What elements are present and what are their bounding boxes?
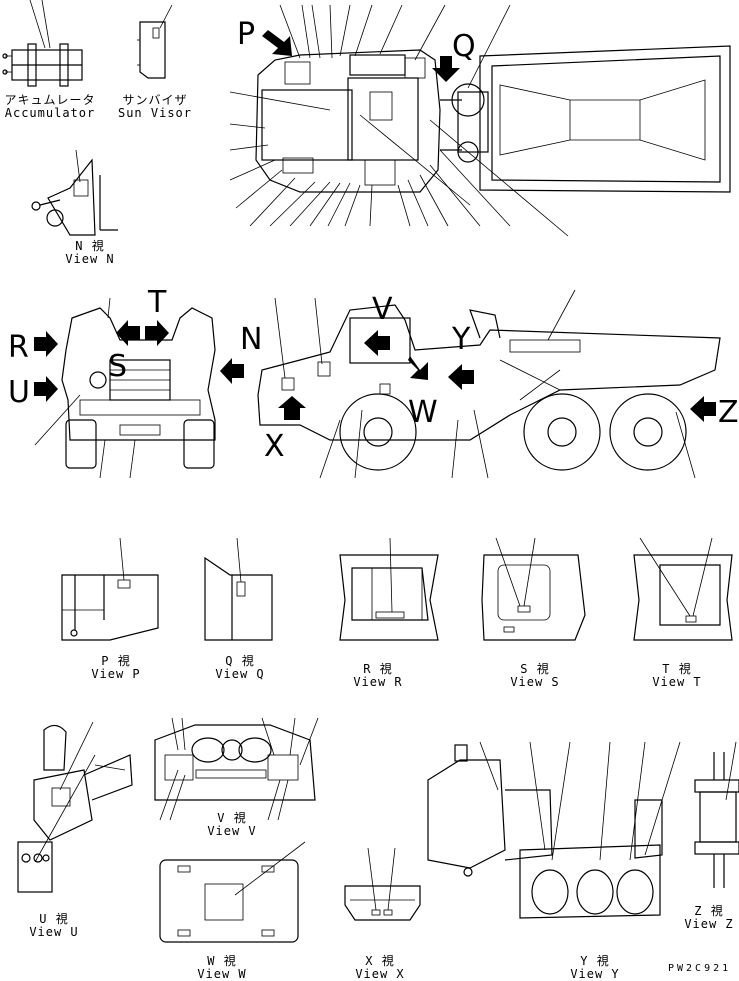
view-t-drawing bbox=[633, 537, 733, 641]
view-letter-r: R bbox=[8, 330, 29, 365]
caption-view-t: T 視 View T bbox=[637, 663, 717, 689]
view-letter-z: Z bbox=[718, 395, 739, 430]
caption-view-r-jp: R 視 bbox=[363, 662, 393, 676]
caption-view-p: P 視 View P bbox=[76, 655, 156, 681]
caption-sun-visor-en: Sun Visor bbox=[117, 106, 193, 120]
view-letter-w: W bbox=[408, 395, 438, 430]
view-r-drawing bbox=[339, 537, 439, 641]
sun-visor-drawing bbox=[137, 4, 173, 79]
caption-view-p-en: View P bbox=[91, 667, 141, 681]
side-view-machine bbox=[257, 289, 721, 479]
caption-view-v-jp: V 視 bbox=[217, 811, 247, 825]
caption-view-y-jp: Y 視 bbox=[580, 954, 610, 968]
view-n-drawing bbox=[31, 149, 118, 236]
caption-view-n: N 視 View N bbox=[50, 240, 130, 266]
view-letter-u: U bbox=[8, 375, 30, 410]
caption-view-x-jp: X 視 bbox=[365, 954, 395, 968]
caption-sun-visor-jp: サンバイザ bbox=[122, 93, 188, 107]
view-p-drawing bbox=[61, 537, 159, 641]
caption-view-y: Y 視 View Y bbox=[555, 955, 635, 981]
caption-sun-visor: サンバイザ Sun Visor bbox=[110, 94, 200, 120]
caption-accumulator: アキュムレータ Accumulator bbox=[2, 94, 98, 120]
caption-view-u: U 視 View U bbox=[14, 913, 94, 939]
caption-view-x: X 視 View X bbox=[340, 955, 420, 981]
caption-accumulator-jp: アキュムレータ bbox=[4, 93, 96, 107]
top-view-machine bbox=[229, 4, 731, 237]
caption-view-n-en: View N bbox=[65, 252, 115, 266]
view-u-drawing bbox=[17, 721, 133, 893]
caption-view-x-en: View X bbox=[355, 967, 405, 981]
caption-view-y-en: View Y bbox=[570, 967, 620, 981]
caption-view-t-en: View T bbox=[652, 675, 702, 689]
caption-view-z-en: View Z bbox=[684, 917, 734, 931]
caption-view-t-jp: T 視 bbox=[662, 662, 692, 676]
view-y-drawing bbox=[427, 741, 681, 919]
view-s-drawing bbox=[481, 537, 586, 641]
view-x-drawing bbox=[344, 847, 421, 921]
view-z-drawing bbox=[694, 741, 739, 888]
caption-view-q-jp: Q 視 bbox=[225, 654, 255, 668]
caption-view-w-jp: W 視 bbox=[207, 954, 237, 968]
caption-view-s-jp: S 視 bbox=[520, 662, 550, 676]
view-v-drawing bbox=[154, 717, 319, 821]
caption-view-n-jp: N 視 bbox=[75, 239, 105, 253]
view-w-drawing bbox=[159, 841, 306, 943]
view-letter-v: V bbox=[372, 292, 393, 327]
view-letter-y: Y bbox=[452, 322, 471, 357]
accumulator-drawing bbox=[2, 0, 83, 87]
view-letter-p: P bbox=[237, 17, 256, 52]
caption-view-r: R 視 View R bbox=[338, 663, 418, 689]
caption-view-v-en: View V bbox=[207, 824, 257, 838]
caption-view-u-jp: U 視 bbox=[39, 912, 69, 926]
caption-view-v: V 視 View V bbox=[192, 812, 272, 838]
caption-view-u-en: View U bbox=[29, 925, 79, 939]
caption-accumulator-en: Accumulator bbox=[4, 106, 96, 120]
view-letter-n: N bbox=[240, 322, 263, 357]
caption-view-s: S 視 View S bbox=[495, 663, 575, 689]
view-letter-t: T bbox=[148, 285, 167, 320]
view-q-drawing bbox=[204, 537, 273, 641]
caption-view-z: Z 視 View Z bbox=[680, 905, 738, 931]
front-view-machine bbox=[34, 297, 244, 479]
caption-view-q: Q 視 View Q bbox=[200, 655, 280, 681]
caption-view-w-en: View W bbox=[197, 967, 247, 981]
view-letter-x: X bbox=[264, 429, 285, 464]
caption-view-r-en: View R bbox=[353, 675, 403, 689]
caption-view-w: W 視 View W bbox=[182, 955, 262, 981]
caption-view-p-jp: P 視 bbox=[101, 654, 131, 668]
view-letter-s: S bbox=[108, 349, 128, 384]
caption-view-s-en: View S bbox=[510, 675, 560, 689]
caption-view-q-en: View Q bbox=[215, 667, 265, 681]
view-letter-q: Q bbox=[452, 29, 476, 64]
caption-view-z-jp: Z 視 bbox=[694, 904, 724, 918]
drawing-code: PW2C921 bbox=[668, 963, 732, 974]
